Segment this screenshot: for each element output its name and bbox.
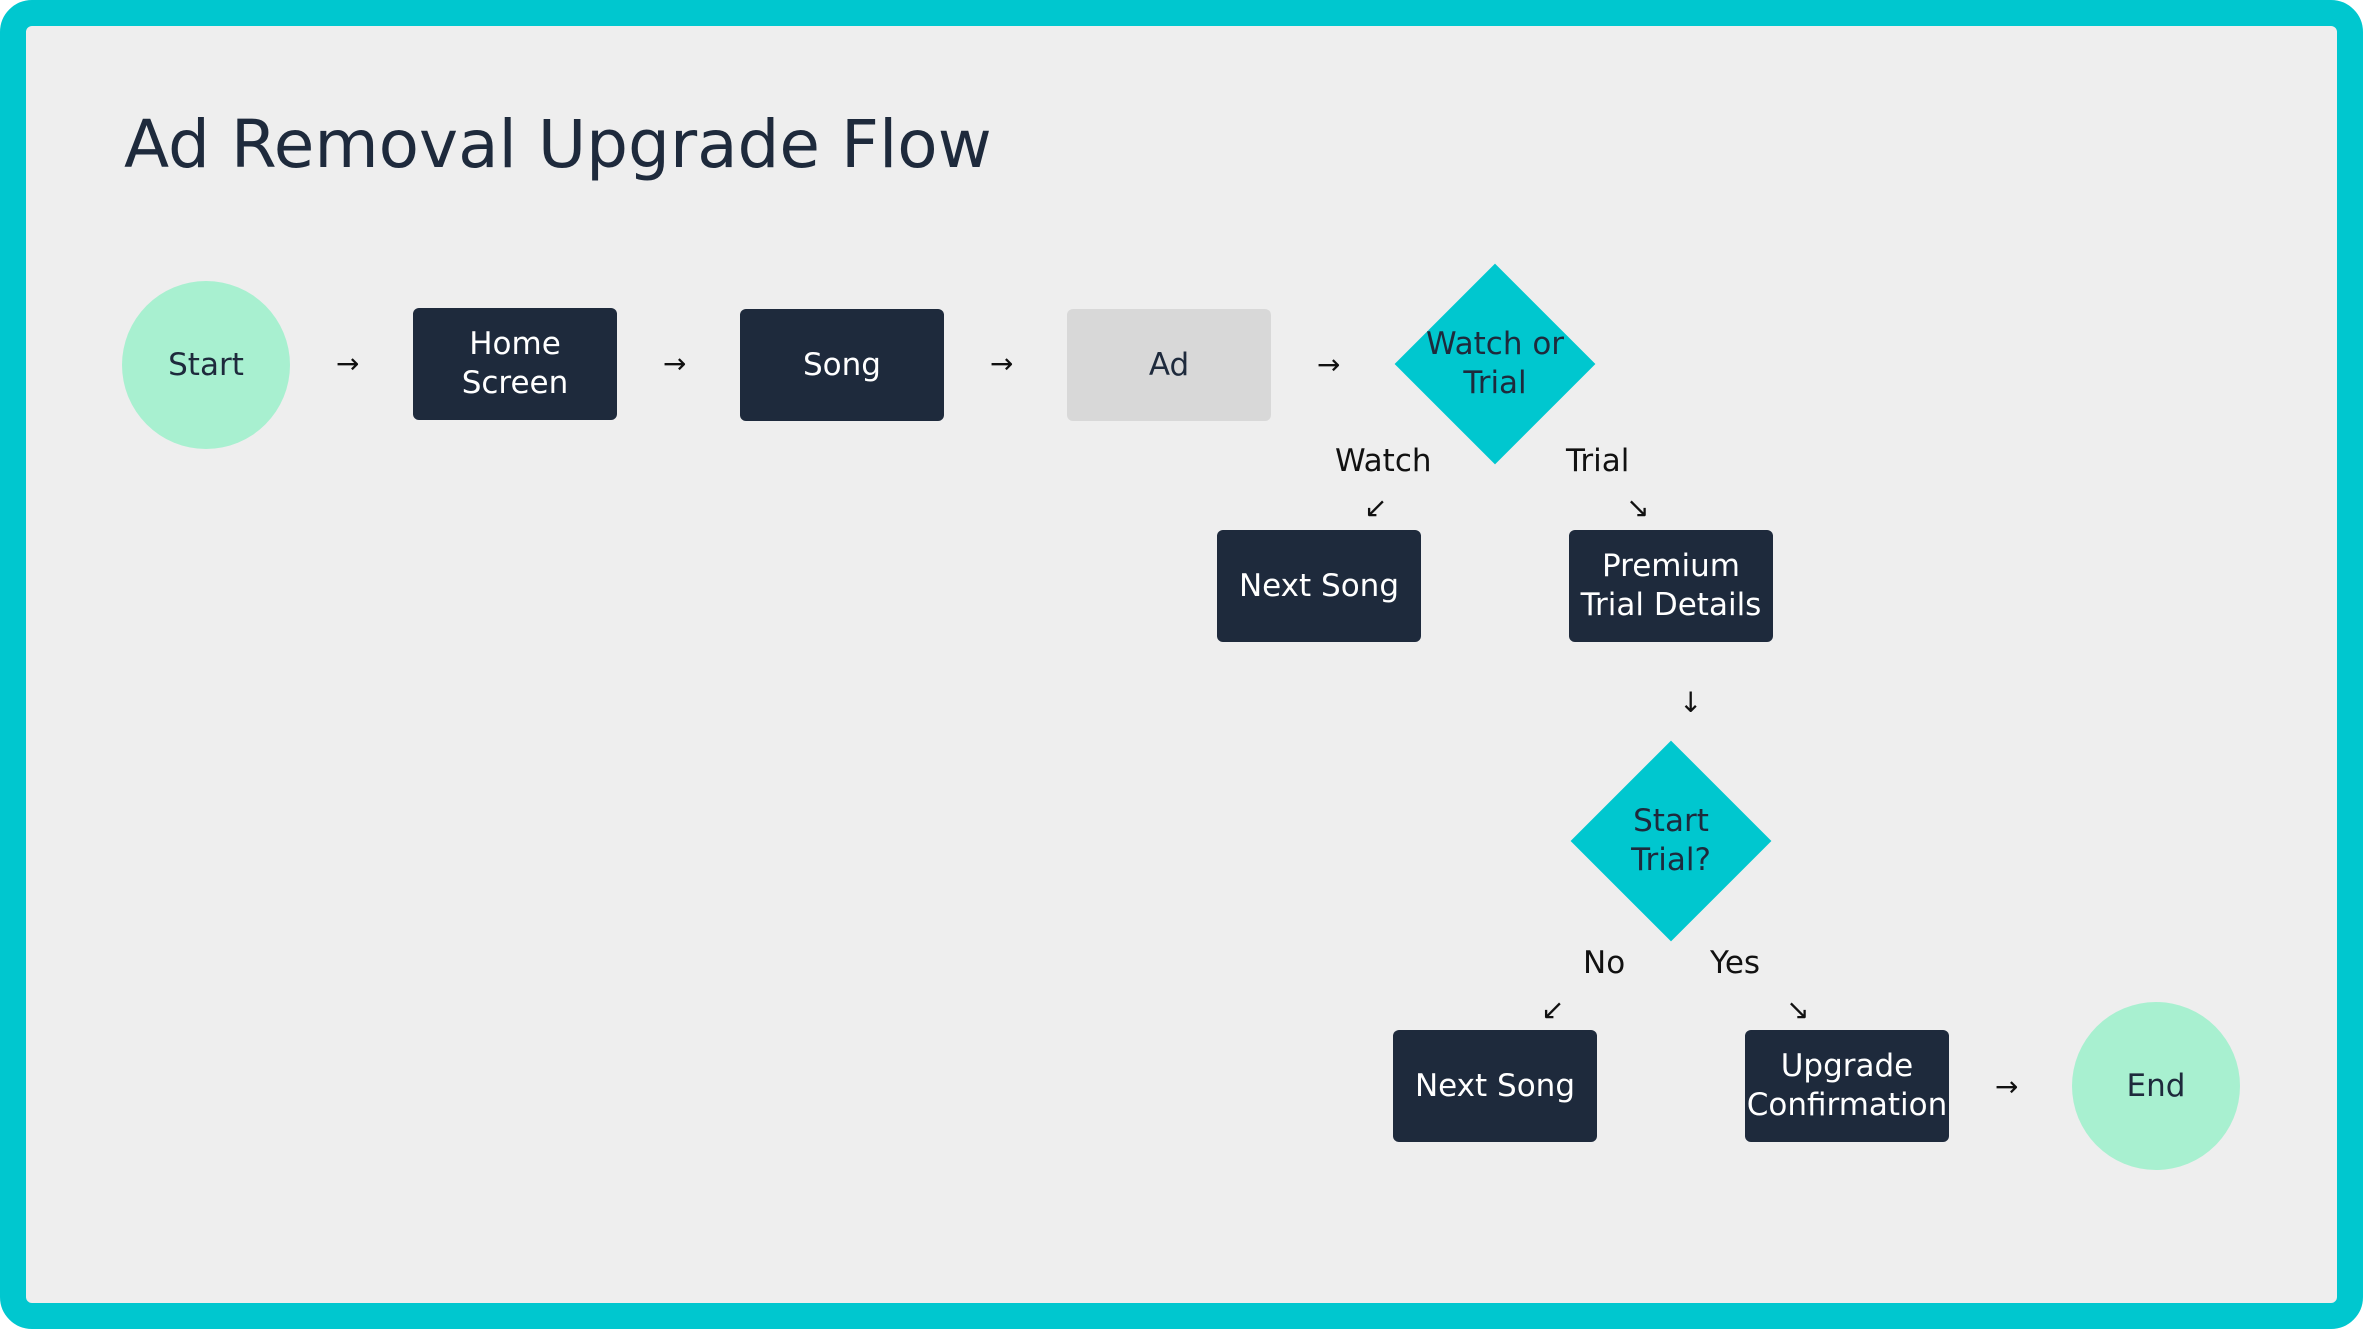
ad-node: Ad (1067, 309, 1271, 421)
arrow-song-to-ad: → (990, 347, 1014, 380)
start-trial-decision: Start Trial? (1571, 741, 1771, 941)
arrow-ad-to-decision: → (1317, 348, 1341, 381)
page-title: Ad Removal Upgrade Flow (124, 106, 992, 183)
arrow-upgrade-to-end: → (1995, 1070, 2019, 1103)
edge-label-trial: Trial (1566, 443, 1630, 479)
end-node: End (2072, 1002, 2240, 1170)
start-node: Start (122, 281, 290, 449)
arrow-premium-to-start-trial: ↓ (1679, 686, 1703, 719)
arrow-home-to-song: → (663, 347, 687, 380)
arrow-start-to-home: → (336, 347, 360, 380)
home-screen-node: Home Screen (413, 308, 617, 420)
start-node-label: Start (168, 346, 244, 383)
start-trial-label: Start Trial? (1631, 803, 1711, 878)
end-node-label: End (2126, 1067, 2186, 1104)
edge-label-watch: Watch (1335, 443, 1432, 479)
edge-label-yes: Yes (1710, 945, 1761, 981)
edge-label-no: No (1583, 945, 1626, 981)
upgrade-confirmation-node: Upgrade Confirmation (1745, 1030, 1949, 1142)
song-node: Song (740, 309, 944, 421)
watch-or-trial-decision: Watch or Trial (1395, 264, 1595, 464)
premium-trial-details-node: Premium Trial Details (1569, 530, 1773, 642)
arrow-no: ↙ (1541, 993, 1565, 1026)
arrow-watch: ↙ (1364, 491, 1388, 524)
next-song-node-2: Next Song (1393, 1030, 1597, 1142)
next-song-node-1: Next Song (1217, 530, 1421, 642)
watch-or-trial-label: Watch or Trial (1425, 326, 1565, 401)
arrow-yes: ↘ (1786, 993, 1810, 1026)
arrow-trial: ↘ (1626, 491, 1650, 524)
